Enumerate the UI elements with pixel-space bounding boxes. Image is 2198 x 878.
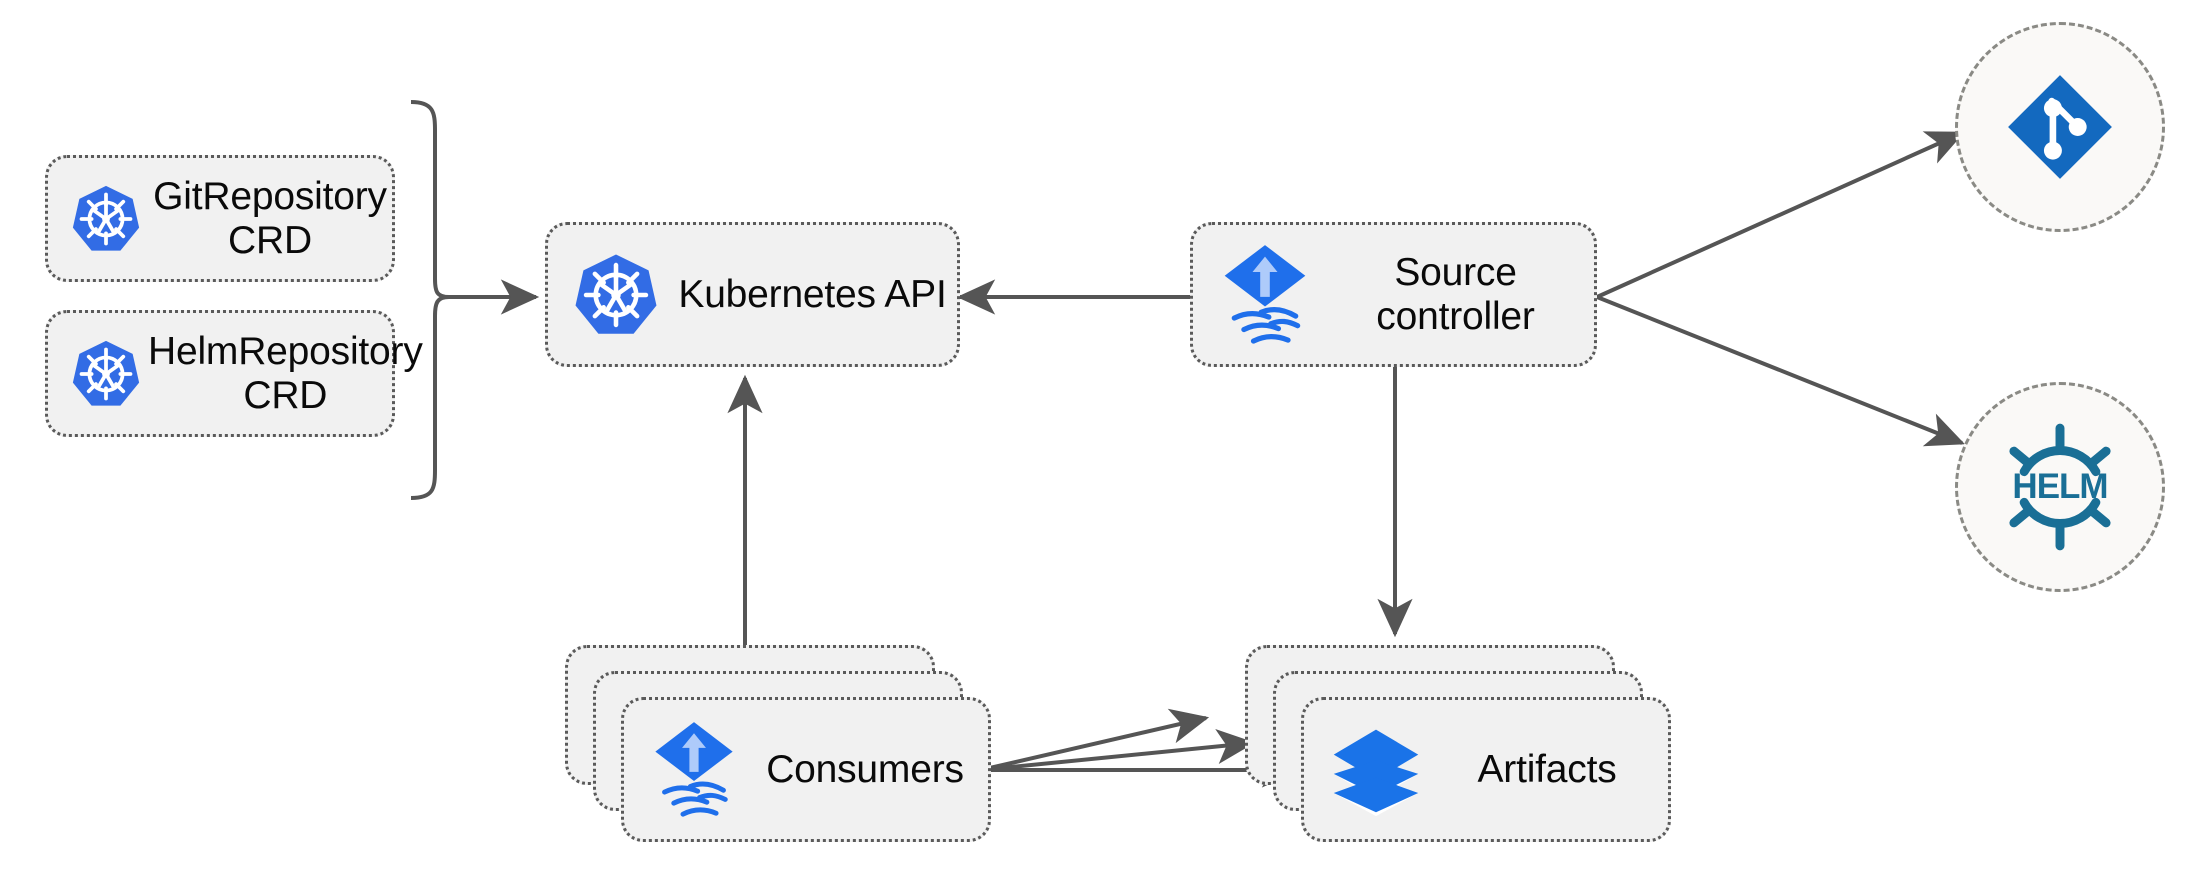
kubernetes-icon — [70, 338, 142, 410]
node-helm-source[interactable]: HELM — [1955, 382, 2165, 592]
node-gitrepository-crd[interactable]: GitRepository CRD — [45, 155, 395, 282]
kubernetes-icon — [572, 251, 660, 339]
node-artifacts-stack: Artifacts — [1245, 645, 1685, 845]
node-label: Consumers — [766, 747, 964, 791]
node-label: Artifacts — [1477, 747, 1617, 791]
node-consumers-stack: Consumers — [565, 645, 1005, 845]
node-git-source[interactable] — [1955, 22, 2165, 232]
node-label: GitRepository CRD — [153, 174, 387, 262]
node-label: HelmRepository CRD — [148, 329, 423, 417]
node-kubernetes-api[interactable]: Kubernetes API — [545, 222, 960, 367]
node-label: Source controller — [1376, 250, 1535, 338]
kubernetes-icon — [70, 183, 142, 255]
helm-icon: HELM — [1996, 423, 2124, 551]
flux-icon — [648, 718, 740, 822]
node-consumers[interactable]: Consumers — [621, 697, 991, 842]
node-label: Kubernetes API — [678, 272, 947, 316]
node-artifacts[interactable]: Artifacts — [1301, 697, 1671, 842]
helm-wordmark: HELM — [2012, 467, 2108, 506]
flux-icon — [1217, 241, 1313, 349]
node-helmrepository-crd[interactable]: HelmRepository CRD — [45, 310, 423, 437]
layers-icon — [1328, 722, 1424, 818]
git-icon — [2001, 68, 2119, 186]
node-source-controller[interactable]: Source controller — [1190, 222, 1597, 367]
